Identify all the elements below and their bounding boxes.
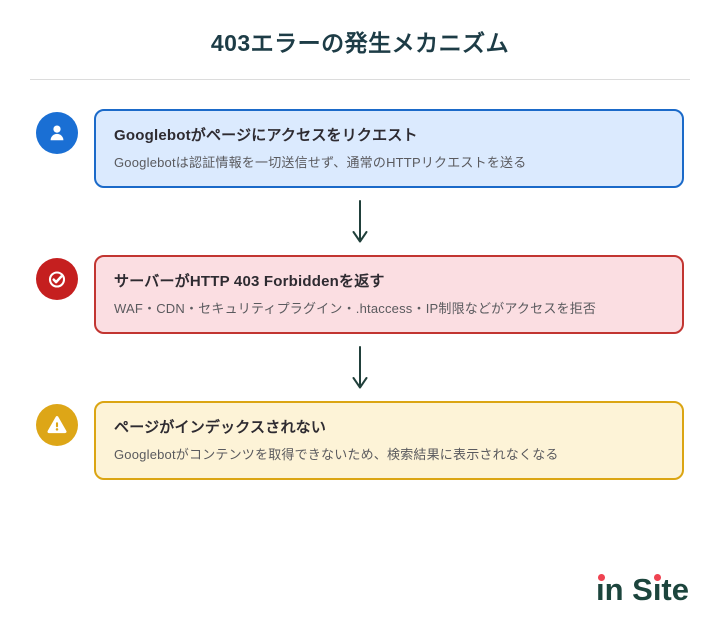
- step-row-not-indexed: ページがインデックスされない Googlebotがコンテンツを取得できないため、…: [36, 401, 684, 480]
- user-icon: [36, 112, 78, 154]
- step-title: サーバーがHTTP 403 Forbiddenを返す: [114, 273, 385, 290]
- flow-arrow-1: [36, 188, 684, 255]
- step-description: Googlebotは認証情報を一切送信せず、通常のHTTPリクエストを送る: [114, 155, 527, 170]
- insite-logo: ın Sıte: [579, 536, 689, 608]
- flow-arrow-2: [36, 334, 684, 401]
- logo-dot: [653, 573, 661, 581]
- check-circle-icon: [36, 258, 78, 300]
- step-description: Googlebotがコンテンツを取得できないため、検索結果に表示されなくなる: [114, 447, 559, 462]
- logo-dot: [598, 573, 606, 581]
- warning-icon: [36, 404, 78, 446]
- page-title: 403エラーの発生メカニズム: [210, 30, 510, 56]
- flow-diagram: Googlebotがページにアクセスをリクエスト Googlebotは認証情報を…: [0, 109, 720, 480]
- logo-word-in: ın: [595, 572, 624, 607]
- logo-word-site: Sıte: [632, 572, 689, 607]
- step-description: WAF・CDN・セキュリティプラグイン・.htaccess・IP制限などがアクセ…: [114, 301, 597, 316]
- arrow-down-icon: [352, 345, 368, 388]
- step-row-403-response: サーバーがHTTP 403 Forbiddenを返す WAF・CDN・セキュリテ…: [36, 255, 684, 334]
- title-divider: [30, 79, 690, 80]
- step-card-request: Googlebotがページにアクセスをリクエスト Googlebotは認証情報を…: [94, 109, 684, 188]
- step-title: Googlebotがページにアクセスをリクエスト: [114, 127, 418, 144]
- step-row-googlebot-request: Googlebotがページにアクセスをリクエスト Googlebotは認証情報を…: [36, 109, 684, 188]
- step-card-no-index: ページがインデックスされない Googlebotがコンテンツを取得できないため、…: [94, 401, 684, 480]
- step-title: ページがインデックスされない: [114, 419, 327, 436]
- arrow-down-icon: [352, 199, 368, 242]
- step-card-forbidden: サーバーがHTTP 403 Forbiddenを返す WAF・CDN・セキュリテ…: [94, 255, 684, 334]
